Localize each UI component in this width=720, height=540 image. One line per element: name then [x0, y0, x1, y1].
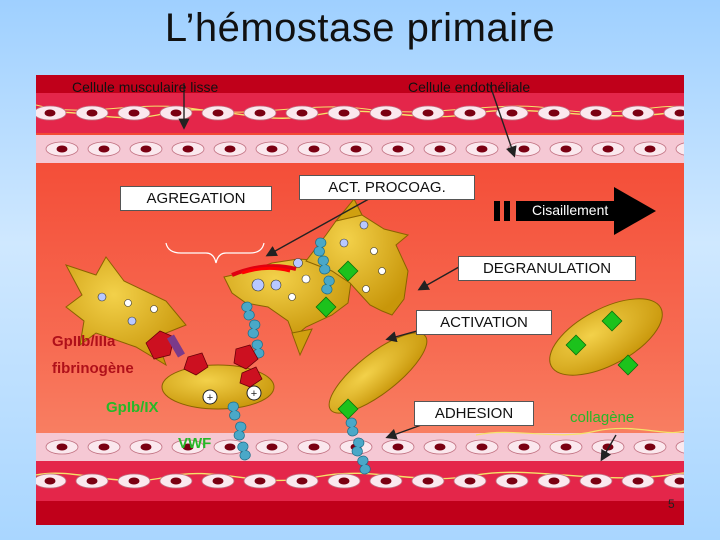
- smooth-muscle-cell: [36, 474, 66, 488]
- endothelial-cell: [424, 142, 456, 156]
- label-shear: Cisaillement: [532, 202, 608, 218]
- endothelial-cell: [550, 440, 582, 454]
- svg-text:+: +: [207, 392, 213, 404]
- endothelial-cell: [214, 142, 246, 156]
- endothelial-cell: [424, 440, 456, 454]
- diagram-canvas: + +: [36, 75, 684, 525]
- smooth-muscle-cell: [286, 474, 318, 488]
- smooth-muscle-cell: [36, 106, 66, 120]
- smooth-muscle-cell: [328, 106, 360, 120]
- smooth-muscle-cell: [328, 474, 360, 488]
- endothelial-cell: [382, 142, 414, 156]
- smooth-muscle-cell: [580, 474, 612, 488]
- endothelial-cell: [130, 440, 162, 454]
- endothelial-cell: [172, 142, 204, 156]
- label-procoag: ACT. PROCOAG.: [299, 175, 475, 200]
- label-endothelial: Cellule endothéliale: [408, 79, 530, 95]
- endothelial-cell: [508, 142, 540, 156]
- smooth-muscle-cell: [370, 106, 402, 120]
- smooth-muscle-cell: [622, 106, 654, 120]
- smooth-muscle-cell: [580, 106, 612, 120]
- label-fibrinogen: fibrinogène: [52, 360, 134, 377]
- smooth-muscle-cell: [412, 106, 444, 120]
- smooth-muscle-cell: [412, 474, 444, 488]
- smooth-muscle-cell: [286, 106, 318, 120]
- hemostasis-diagram: + +: [36, 75, 684, 525]
- endothelial-cell: [466, 440, 498, 454]
- smooth-muscle-cell: [118, 474, 150, 488]
- svg-text:+: +: [251, 388, 257, 400]
- smooth-muscle-cell: [202, 474, 234, 488]
- endothelial-cell: [46, 142, 78, 156]
- smooth-muscle-cell: [244, 474, 276, 488]
- endothelial-cell: [298, 142, 330, 156]
- label-vwf: VWF: [178, 435, 211, 452]
- smooth-muscle-cell: [370, 474, 402, 488]
- smooth-muscle-cell: [76, 474, 108, 488]
- endothelial-cell: [592, 142, 624, 156]
- smooth-muscle-cell: [538, 474, 570, 488]
- smooth-muscle-cell: [160, 474, 192, 488]
- smooth-muscle-cell: [202, 106, 234, 120]
- endothelial-cell: [634, 142, 666, 156]
- vessel-wall-bottom: [36, 501, 684, 525]
- smooth-muscle-cell: [622, 474, 654, 488]
- endothelial-cell: [382, 440, 414, 454]
- endothelial-cell: [466, 142, 498, 156]
- label-smooth-muscle: Cellule musculaire lisse: [72, 79, 218, 95]
- endothelial-cell: [88, 440, 120, 454]
- endothelial-cell: [88, 142, 120, 156]
- label-gpiib: GpIIb/IIIa: [52, 333, 115, 350]
- smooth-muscle-cell: [454, 474, 486, 488]
- endothelial-cell: [298, 440, 330, 454]
- label-activation: ACTIVATION: [416, 310, 552, 335]
- endothelial-cell: [592, 440, 624, 454]
- endothelial-cell: [508, 440, 540, 454]
- smooth-muscle-cell: [160, 106, 192, 120]
- label-collagen: collagène: [570, 409, 634, 426]
- label-adhesion: ADHESION: [414, 401, 534, 426]
- smooth-muscle-cell: [76, 106, 108, 120]
- smooth-muscle-cell: [538, 106, 570, 120]
- smooth-muscle-cell: [244, 106, 276, 120]
- slide-title: L’hémostase primaire: [0, 6, 720, 51]
- label-aggregation: AGREGATION: [120, 186, 272, 211]
- endothelial-cell: [46, 440, 78, 454]
- endothelial-cell: [340, 142, 372, 156]
- endothelial-cell: [256, 440, 288, 454]
- endothelial-cell: [130, 142, 162, 156]
- page-number: 5: [668, 497, 675, 511]
- label-gpib: GpIb/IX: [106, 399, 159, 416]
- label-degranulation: DEGRANULATION: [458, 256, 636, 281]
- smooth-muscle-cell: [118, 106, 150, 120]
- endothelial-cell: [256, 142, 288, 156]
- endothelial-cell: [550, 142, 582, 156]
- smooth-muscle-cell: [496, 474, 528, 488]
- endothelial-cell: [634, 440, 666, 454]
- smooth-muscle-cell: [454, 106, 486, 120]
